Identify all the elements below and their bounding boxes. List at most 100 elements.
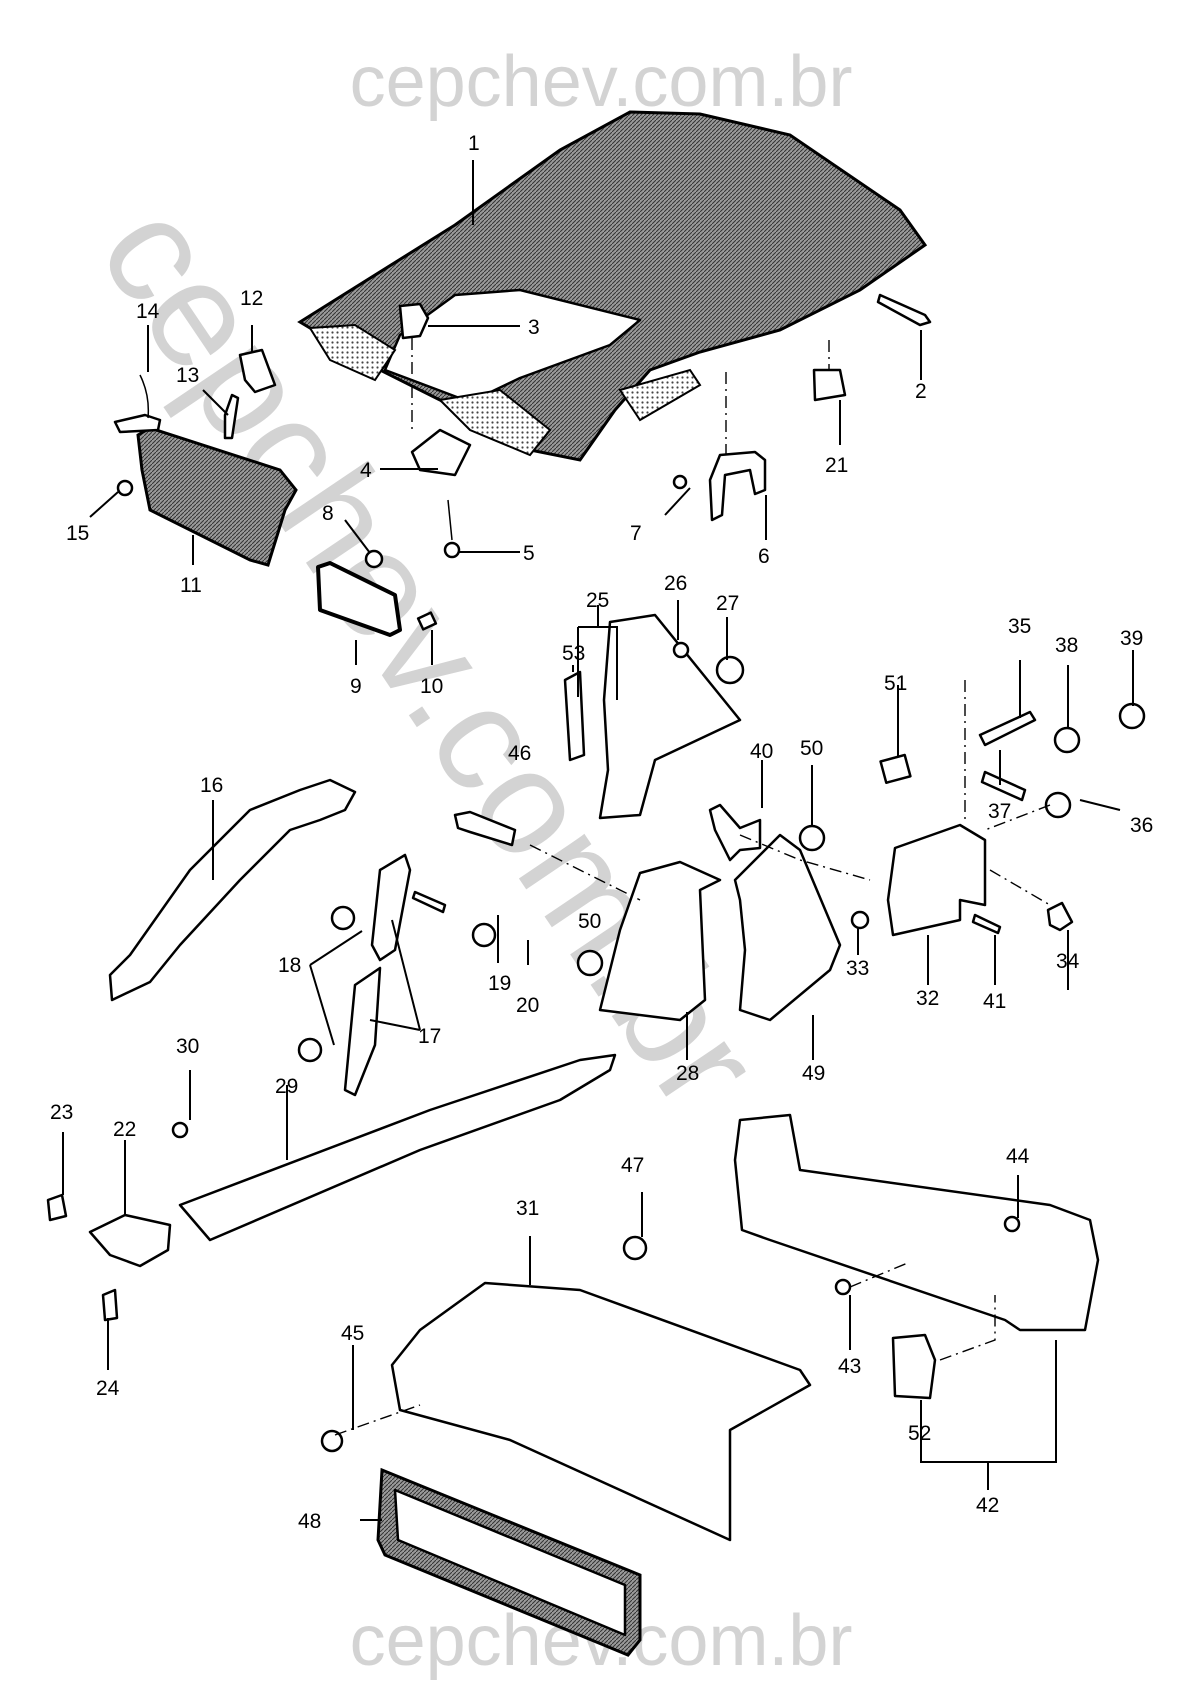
screw-part-13 — [223, 393, 240, 440]
push-retainer-part-45 — [320, 1429, 344, 1453]
callout-3: 3 — [528, 316, 540, 339]
sun-visor-part — [136, 426, 298, 567]
watermark-top: cepchev.com.br — [350, 42, 853, 122]
callout-21: 21 — [825, 454, 848, 477]
callout-9: 9 — [350, 675, 362, 698]
screw-part-30 — [171, 1121, 189, 1139]
push-retainer-part-50a — [798, 824, 826, 852]
quarter-lower-trim-part — [733, 833, 842, 1022]
callout-28: 28 — [676, 1062, 699, 1085]
clip-part-3 — [398, 302, 430, 340]
callout-1: 1 — [468, 132, 480, 155]
nut-part-44 — [1003, 1215, 1021, 1233]
visor-bracket-part — [113, 413, 162, 434]
screw-part-5 — [443, 499, 461, 559]
assembly-lines — [334, 338, 1051, 1436]
callout-24: 24 — [96, 1377, 120, 1400]
callout-33: 33 — [846, 957, 869, 980]
callout-20: 20 — [516, 994, 539, 1017]
quarter-upper-trim-part — [598, 613, 742, 820]
callout-13: 13 — [176, 364, 199, 387]
screw-part-7 — [672, 474, 688, 490]
callout-39: 39 — [1120, 627, 1143, 650]
clip-part-51 — [879, 753, 912, 784]
callout-7: 7 — [630, 522, 642, 545]
package-tray-part — [390, 1281, 812, 1542]
callout-25: 25 — [586, 589, 609, 612]
push-pin-part-39 — [1118, 702, 1146, 730]
fastener-part-34 — [1046, 901, 1074, 932]
callout-16: 16 — [200, 774, 223, 797]
callout-53: 53 — [562, 642, 585, 665]
screw-part-26 — [672, 641, 690, 659]
push-retainer-part-50b — [576, 949, 604, 977]
callout-36: 36 — [1130, 814, 1153, 837]
c-pillar-trim-part — [598, 860, 722, 1022]
b-pillar-trim-upper — [370, 853, 412, 962]
callout-44: 44 — [1006, 1145, 1030, 1168]
retainer-part-47 — [622, 1235, 648, 1261]
cap-part-20 — [471, 922, 497, 948]
callout-23: 23 — [50, 1101, 73, 1124]
callout-27: 27 — [716, 592, 739, 615]
mirror-mount-part — [364, 549, 384, 569]
rear-panel-trim-part — [733, 1113, 1100, 1332]
dome-lamp-part — [410, 428, 472, 477]
retainer-part-18a — [330, 905, 356, 931]
callout-8: 8 — [322, 502, 334, 525]
clip-part-24 — [101, 1288, 119, 1322]
callout-29: 29 — [275, 1075, 298, 1098]
callout-43: 43 — [838, 1355, 861, 1378]
callout-12: 12 — [240, 287, 263, 310]
push-pin-part-38 — [1053, 726, 1081, 754]
callout-17: 17 — [418, 1025, 441, 1048]
callout-35: 35 — [1008, 615, 1031, 638]
strap-part-35 — [978, 710, 1037, 747]
callout-52: 52 — [908, 1422, 931, 1445]
fastener-part-36 — [1044, 791, 1072, 819]
kick-panel-part — [88, 1213, 172, 1268]
mirror-pad-part — [416, 611, 438, 631]
retainer-part-46 — [453, 810, 517, 847]
clip-part-21 — [812, 368, 847, 402]
a-pillar-trim-part — [108, 778, 357, 1002]
callout-45: 45 — [341, 1322, 364, 1345]
screw-part-41 — [971, 913, 1002, 935]
callout-38: 38 — [1055, 634, 1078, 657]
callout-37: 37 — [988, 800, 1011, 823]
callout-19: 19 — [488, 972, 511, 995]
callout-50b: 50 — [578, 910, 601, 933]
screw-part-15 — [116, 479, 134, 497]
screw-part-19 — [411, 890, 447, 914]
callout-2: 2 — [915, 380, 927, 403]
cover-part-52 — [891, 1333, 937, 1400]
retainer-part-18b — [297, 1037, 323, 1063]
callout-6: 6 — [758, 545, 770, 568]
callout-30: 30 — [176, 1035, 199, 1058]
callout-47: 47 — [621, 1154, 644, 1177]
rearview-mirror-part — [316, 561, 402, 637]
callouts: 1 2 3 4 5 6 7 8 9 10 11 12 13 14 15 16 1… — [50, 132, 1153, 1533]
callout-14: 14 — [136, 300, 160, 323]
callout-11: 11 — [180, 574, 202, 597]
callout-48: 48 — [298, 1510, 321, 1533]
nut-part-43 — [834, 1278, 852, 1296]
callout-10: 10 — [420, 675, 443, 698]
rear-bracket-part — [876, 293, 932, 327]
callout-4: 4 — [360, 459, 372, 482]
callout-49: 49 — [802, 1062, 825, 1085]
cap-part-27 — [715, 655, 745, 685]
callout-41: 41 — [983, 990, 1006, 1013]
callout-5: 5 — [523, 542, 535, 565]
headliner-part — [297, 110, 928, 462]
trunk-side-panel-part — [886, 823, 987, 937]
callout-15: 15 — [66, 522, 89, 545]
pin-part-37 — [980, 770, 1027, 802]
callout-18: 18 — [278, 954, 301, 977]
callout-42: 42 — [976, 1494, 999, 1517]
trim-insert-part — [563, 670, 586, 762]
b-pillar-trim-lower — [343, 966, 382, 1097]
callout-26: 26 — [664, 572, 687, 595]
callout-51: 51 — [884, 672, 907, 695]
